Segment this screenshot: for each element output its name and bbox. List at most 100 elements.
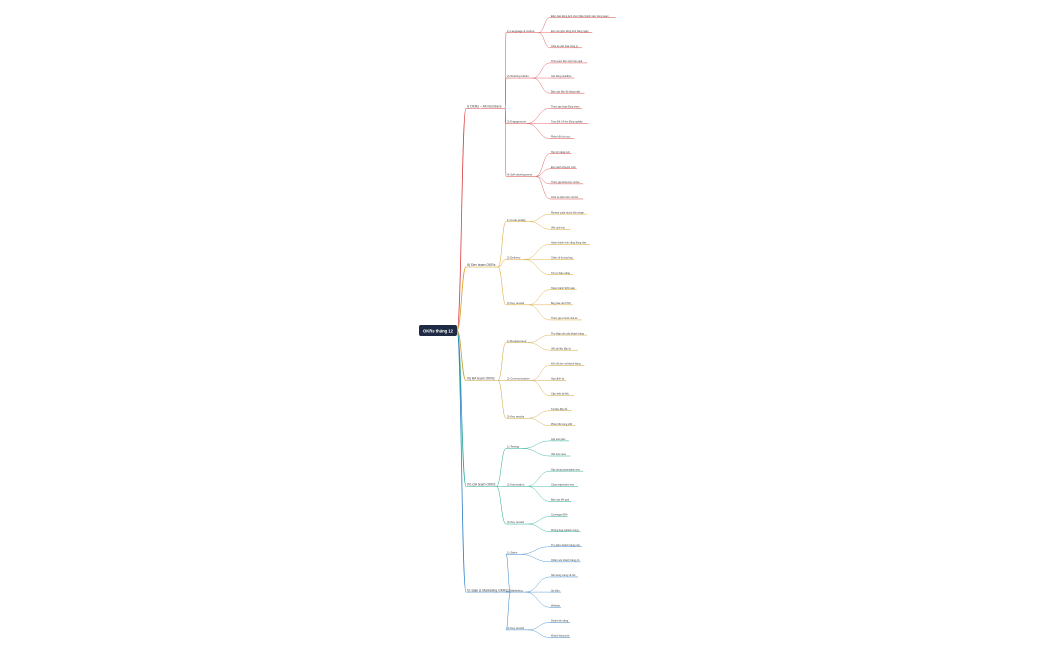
- leaf-node[interactable]: Website: [551, 604, 561, 607]
- leaf-node[interactable]: Thói quen làm việc hiệu quả: [551, 60, 583, 63]
- leaf-node[interactable]: Tham gia hoạt động team: [551, 105, 580, 108]
- edge: [528, 622, 551, 631]
- edge: [528, 289, 551, 306]
- sub-node[interactable]: 1) Requirement: [507, 339, 526, 343]
- sub-node[interactable]: 1) Sales: [507, 550, 518, 554]
- leaf-node[interactable]: Tài liệu đầy đủ: [551, 408, 568, 411]
- leaf-node[interactable]: Phản hồi trong 24h: [551, 423, 573, 426]
- leaf-node[interactable]: Không bug nghiêm trọng: [551, 529, 579, 532]
- edge: [528, 629, 551, 638]
- edge: [505, 591, 511, 631]
- sub-node[interactable]: 2) Communication: [507, 377, 530, 381]
- leaf-node[interactable]: Sự kiện: [551, 589, 560, 592]
- sub-node[interactable]: 4) Self-development: [507, 173, 532, 177]
- leaf-node[interactable]: Tìm kiếm khách hàng mới: [551, 544, 580, 547]
- leaf-node[interactable]: Kết nối dev và khách hàng: [551, 362, 581, 365]
- node-label: Tìm kiếm khách hàng mới: [551, 544, 580, 547]
- leaf-node[interactable]: Xây dựng automation test: [551, 468, 580, 471]
- edge: [526, 108, 551, 124]
- leaf-node[interactable]: Hoàn thành tính năng đúng hạn: [551, 242, 587, 245]
- leaf-node[interactable]: Viết unit test: [551, 226, 565, 229]
- leaf-node[interactable]: Thu thập yêu cầu khách hàng: [551, 332, 585, 335]
- branch-node[interactable]: IV) QA team OKRs: [467, 482, 496, 486]
- node-label: Khách hàng mới: [551, 635, 570, 638]
- node-label: 2) Delivery: [507, 256, 521, 260]
- leaf-node[interactable]: Chăm sóc khách hàng cũ: [551, 559, 580, 562]
- sub-node[interactable]: 2) Automation: [507, 482, 525, 486]
- leaf-node[interactable]: Viết tài liệu đặc tả: [551, 347, 571, 350]
- node-label: Báo cáo kết quả: [551, 499, 570, 502]
- node-label: II) Dev team OKRs: [467, 263, 496, 267]
- sub-node[interactable]: 1) Code quality: [507, 218, 526, 222]
- node-label: Tham gia hoạt động team: [551, 105, 580, 108]
- leaf-node[interactable]: Báo cáo kết quả: [551, 499, 570, 502]
- leaf-node[interactable]: Review code trước khi merge: [551, 211, 584, 214]
- sub-node[interactable]: 3) Key results: [507, 414, 525, 418]
- branch-node[interactable]: II) Dev team OKRs: [467, 263, 496, 267]
- branch-node[interactable]: III) BA team OKRs: [467, 377, 495, 381]
- sub-node[interactable]: 3) Key results: [507, 301, 525, 305]
- edge: [456, 107, 467, 331]
- node-label: Phản hồi trong 24h: [551, 423, 573, 426]
- edge: [526, 123, 551, 139]
- leaf-node[interactable]: Đảm bảo tiếng Anh cho nhiều thành viên t…: [551, 15, 609, 18]
- sub-node[interactable]: 1) Language & culture: [507, 29, 535, 33]
- sub-node[interactable]: 2) Delivery: [507, 256, 521, 260]
- leaf-node[interactable]: Giảm số lượng bug: [551, 257, 573, 260]
- leaf-node[interactable]: Trao đổi, hỗ trợ đồng nghiệp: [551, 121, 583, 124]
- sub-node[interactable]: 2) Marketing: [507, 588, 523, 592]
- node-label: Đọc và nghe tiếng Anh hàng ngày: [551, 30, 589, 33]
- edge: [456, 330, 467, 593]
- leaf-node[interactable]: Cập nhật tài liệu: [551, 393, 570, 396]
- node-label: Đọc sách chuyên môn: [551, 166, 576, 169]
- node-label: 3) Key results: [507, 626, 525, 630]
- leaf-node[interactable]: Chia sẻ văn hoá công ty: [551, 45, 579, 48]
- leaf-node[interactable]: Phản hồi tích cực: [551, 136, 571, 139]
- root-node[interactable]: OKRs tháng 12: [419, 325, 457, 336]
- leaf-node[interactable]: Lập test plan: [551, 438, 566, 441]
- edge: [538, 17, 551, 33]
- edge: [528, 418, 551, 426]
- sub-node[interactable]: 3) Engagement: [507, 120, 526, 124]
- leaf-node[interactable]: Viết test case: [551, 453, 567, 456]
- leaf-node[interactable]: Bug rate dưới 5%: [551, 302, 571, 305]
- node-label: Viết unit test: [551, 226, 565, 229]
- leaf-node[interactable]: Chia sẻ kiến thức nội bộ: [551, 196, 579, 199]
- edge: [456, 266, 467, 331]
- edge: [522, 440, 551, 449]
- leaf-node[interactable]: Báo cáo tiến độ hàng tuần: [551, 90, 581, 93]
- node-label: Họp định kỳ: [551, 378, 565, 381]
- leaf-node[interactable]: Nội dung mạng xã hội: [551, 574, 576, 577]
- leaf-node[interactable]: Học kỹ năng mới: [551, 151, 570, 154]
- edge: [525, 576, 551, 593]
- leaf-node[interactable]: Tham gia khoá học online: [551, 181, 580, 184]
- node-label: Tối ưu hiệu năng: [551, 272, 571, 275]
- edge: [531, 380, 551, 396]
- node-label: Xây dựng automation test: [551, 468, 580, 471]
- sub-node[interactable]: 3) Key results: [507, 520, 525, 524]
- edge: [535, 153, 551, 177]
- branch-node[interactable]: I) OKRs – All members: [467, 104, 502, 108]
- sub-node[interactable]: 1) Testing: [507, 445, 520, 449]
- leaf-node[interactable]: Khách hàng mới: [551, 635, 570, 638]
- node-label: Báo cáo tiến độ hàng tuần: [551, 90, 581, 93]
- leaf-node[interactable]: Họp định kỳ: [551, 378, 565, 381]
- node-label: Chăm sóc khách hàng cũ: [551, 559, 580, 562]
- sub-node[interactable]: 2) Working habits: [507, 74, 529, 78]
- leaf-node[interactable]: Tối ưu hiệu năng: [551, 272, 571, 275]
- leaf-node[interactable]: Doanh thu tăng: [551, 620, 569, 623]
- branch-node[interactable]: V) Sale & Marketing OKRs: [467, 588, 507, 592]
- node-label: 1) Sales: [507, 550, 518, 554]
- node-label: Chia sẻ văn hoá công ty: [551, 45, 579, 48]
- leaf-node[interactable]: Giữ đúng deadline: [551, 75, 572, 78]
- sub-node[interactable]: 3) Key results: [507, 626, 525, 630]
- root-node-box: [419, 325, 457, 336]
- leaf-node[interactable]: Hoàn thành 90% task: [551, 287, 576, 290]
- edge: [532, 77, 551, 94]
- leaf-node[interactable]: Coverage 80%: [551, 514, 568, 517]
- leaf-node[interactable]: Đọc và nghe tiếng Anh hàng ngày: [551, 30, 589, 33]
- leaf-node[interactable]: Chạy regression test: [551, 483, 574, 486]
- leaf-node[interactable]: Tham gia 2 buổi chia sẻ: [551, 317, 578, 320]
- leaf-node[interactable]: Đọc sách chuyên môn: [551, 166, 576, 169]
